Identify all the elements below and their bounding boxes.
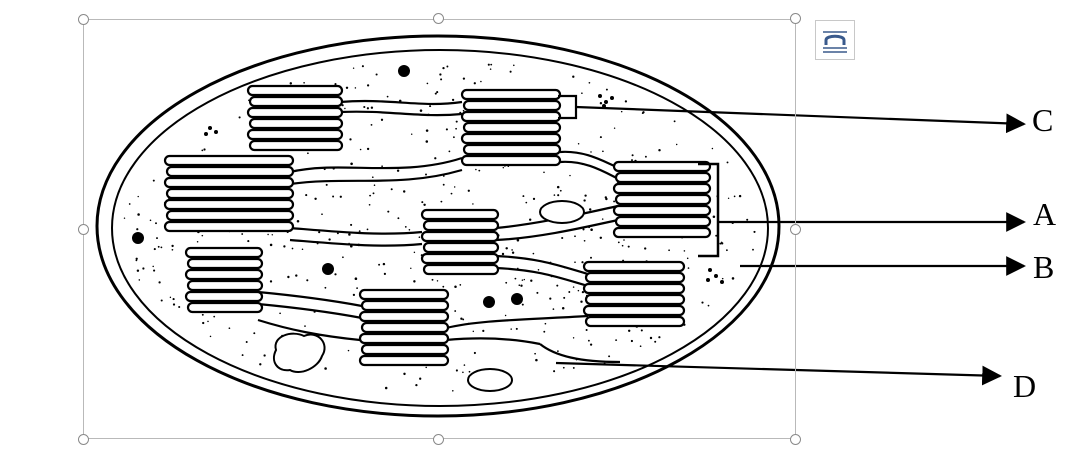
label-a: A [1033, 198, 1056, 230]
resize-handle-middle-right[interactable] [790, 224, 801, 235]
resize-handle-bottom-center[interactable] [433, 434, 444, 445]
resize-handle-bottom-right[interactable] [790, 434, 801, 445]
resize-handle-top-right[interactable] [790, 13, 801, 24]
label-c: C [1032, 104, 1053, 136]
selection-frame [83, 19, 796, 439]
resize-handle-middle-left[interactable] [78, 224, 89, 235]
layout-options-icon [816, 21, 854, 59]
resize-handle-top-center[interactable] [433, 13, 444, 24]
layout-options-button[interactable] [815, 20, 855, 60]
resize-handle-bottom-left[interactable] [78, 434, 89, 445]
label-b: B [1033, 251, 1054, 283]
resize-handle-top-left[interactable] [78, 14, 89, 25]
label-d: D [1013, 370, 1036, 402]
